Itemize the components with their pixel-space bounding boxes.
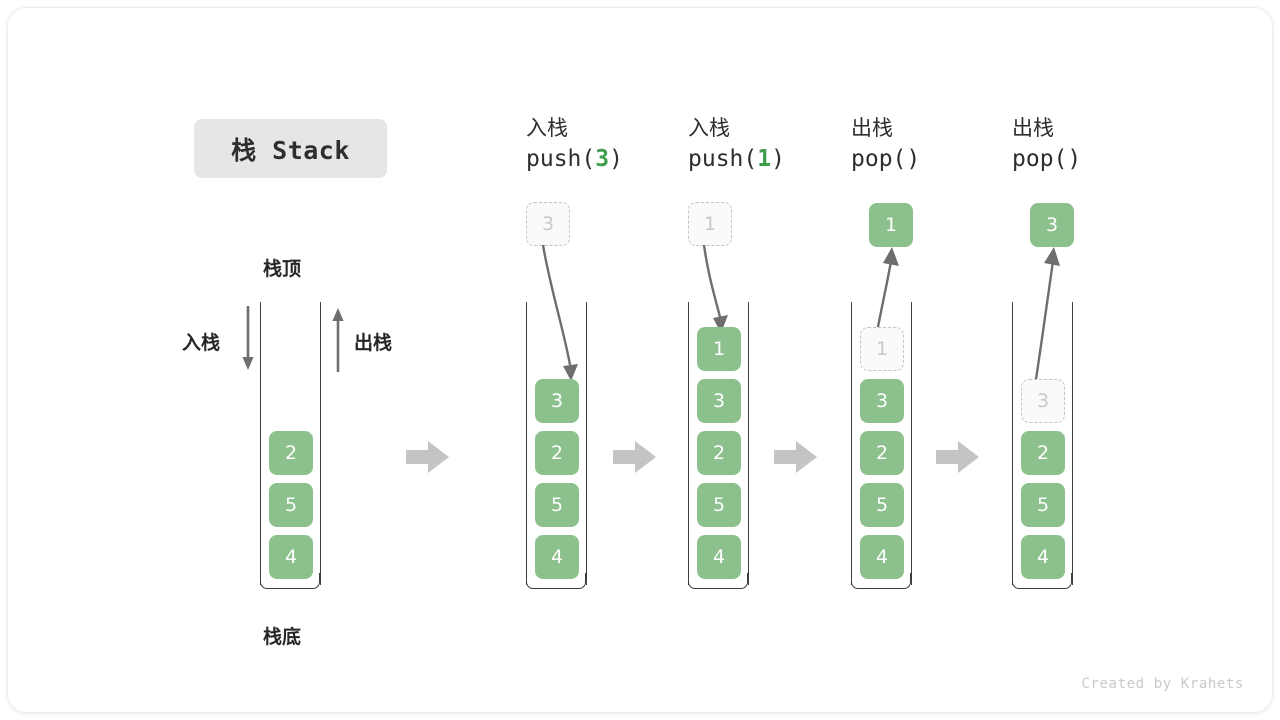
diagram-card: 栈 Stack 栈顶 栈底 入栈 出栈 2 5 4 xyxy=(8,8,1272,712)
step-stack-container: 1 3 2 5 4 xyxy=(851,302,913,590)
step-code-label: pop() xyxy=(1012,143,1081,175)
flow-arrow-icon xyxy=(613,441,656,473)
diagram-title-badge: 栈 Stack xyxy=(194,119,387,178)
stack-cell: 2 xyxy=(697,431,741,475)
step-stack-container: 3 2 5 4 xyxy=(526,302,588,590)
code-prefix: pop( xyxy=(851,146,907,172)
code-arg: 3 xyxy=(595,146,610,172)
diagram-title-text: 栈 Stack xyxy=(231,135,350,165)
step-group-1: 入栈 push(3) 3 3 2 5 4 xyxy=(526,113,646,593)
code-suffix: ) xyxy=(771,146,785,172)
step-cn-label: 入栈 xyxy=(688,116,730,140)
stack-floor xyxy=(688,573,748,589)
stack-floor xyxy=(851,573,911,589)
step-label: 入栈 push(1) xyxy=(688,113,785,175)
stack-cell: 1 xyxy=(697,327,741,371)
stack-wall-left xyxy=(526,302,527,585)
push-motion-arrow-icon xyxy=(541,244,578,381)
stack-cell: 3 xyxy=(535,379,579,423)
step-cn-label: 出栈 xyxy=(1012,116,1054,140)
stack-cell: 4 xyxy=(697,535,741,579)
floating-cell: 1 xyxy=(869,203,913,247)
stack-cell: 3 xyxy=(1021,379,1065,423)
stack-wall-left xyxy=(1012,302,1013,585)
step-code-label: push(1) xyxy=(688,143,785,175)
stack-wall-right xyxy=(1072,302,1073,585)
flow-arrow-icon xyxy=(936,441,979,473)
stack-cell: 2 xyxy=(860,431,904,475)
stack-cell: 2 xyxy=(535,431,579,475)
step-code-label: pop() xyxy=(851,143,920,175)
push-motion-arrow-icon xyxy=(702,244,728,333)
code-suffix: ) xyxy=(1067,146,1082,172)
stack-cell: 4 xyxy=(1021,535,1065,579)
flow-arrow-icon xyxy=(406,441,449,473)
stack-wall-right xyxy=(911,302,912,585)
stack-cell: 4 xyxy=(535,535,579,579)
watermark-text: Created by Krahets xyxy=(1081,676,1244,692)
stack-cell: 2 xyxy=(1021,431,1065,475)
initial-stack-group: 栈顶 栈底 入栈 出栈 2 5 4 xyxy=(168,238,428,658)
code-prefix: pop( xyxy=(1012,146,1068,172)
stack-bottom-label: 栈底 xyxy=(263,626,302,648)
stack-cell: 2 xyxy=(269,431,313,475)
stack-wall-right xyxy=(586,302,587,585)
stack-top-label: 栈顶 xyxy=(263,258,302,280)
stack-cell: 5 xyxy=(697,483,741,527)
stack-wall-left xyxy=(688,302,689,585)
stack-wall-right xyxy=(320,302,321,585)
stack-cell: 5 xyxy=(860,483,904,527)
floating-cell: 3 xyxy=(1030,203,1074,247)
step-group-2: 入栈 push(1) 1 1 3 2 5 4 xyxy=(688,113,808,593)
stack-cell: 4 xyxy=(269,535,313,579)
initial-stack-container: 2 5 4 xyxy=(260,302,322,590)
step-group-3: 出栈 pop() 1 1 3 2 5 4 xyxy=(851,113,971,593)
stack-cell: 5 xyxy=(535,483,579,527)
push-direction-label: 入栈 xyxy=(182,332,221,354)
pop-direction-arrow-icon xyxy=(332,308,344,372)
code-prefix: push( xyxy=(526,146,596,172)
step-stack-container: 3 2 5 4 xyxy=(1012,302,1074,590)
flow-arrow-icon xyxy=(774,441,817,473)
stack-cell: 5 xyxy=(1021,483,1065,527)
stack-wall-left xyxy=(260,302,261,585)
step-label: 入栈 push(3) xyxy=(526,113,623,175)
step-group-4: 出栈 pop() 3 3 2 5 4 xyxy=(1012,113,1132,593)
pop-direction-label: 出栈 xyxy=(354,332,393,354)
step-stack-container: 1 3 2 5 4 xyxy=(688,302,750,590)
stack-cell: 4 xyxy=(860,535,904,579)
stack-wall-right xyxy=(748,302,749,585)
push-direction-arrow-icon xyxy=(242,306,254,370)
stack-cell: 3 xyxy=(860,379,904,423)
code-suffix: ) xyxy=(906,146,921,172)
step-cn-label: 出栈 xyxy=(851,116,893,140)
step-code-label: push(3) xyxy=(526,143,623,175)
step-cn-label: 入栈 xyxy=(526,116,568,140)
stack-floor xyxy=(260,573,320,589)
code-prefix: push( xyxy=(688,146,758,172)
stack-floor xyxy=(1012,573,1072,589)
step-label: 出栈 pop() xyxy=(851,113,920,175)
code-arg: 1 xyxy=(757,146,772,172)
code-suffix: ) xyxy=(609,146,623,172)
stack-cell: 3 xyxy=(697,379,741,423)
floating-cell: 3 xyxy=(526,202,570,246)
floating-cell: 1 xyxy=(688,202,732,246)
step-label: 出栈 pop() xyxy=(1012,113,1081,175)
stack-cell: 1 xyxy=(860,327,904,371)
stack-wall-left xyxy=(851,302,852,585)
stack-cell: 5 xyxy=(269,483,313,527)
stack-floor xyxy=(526,573,586,589)
